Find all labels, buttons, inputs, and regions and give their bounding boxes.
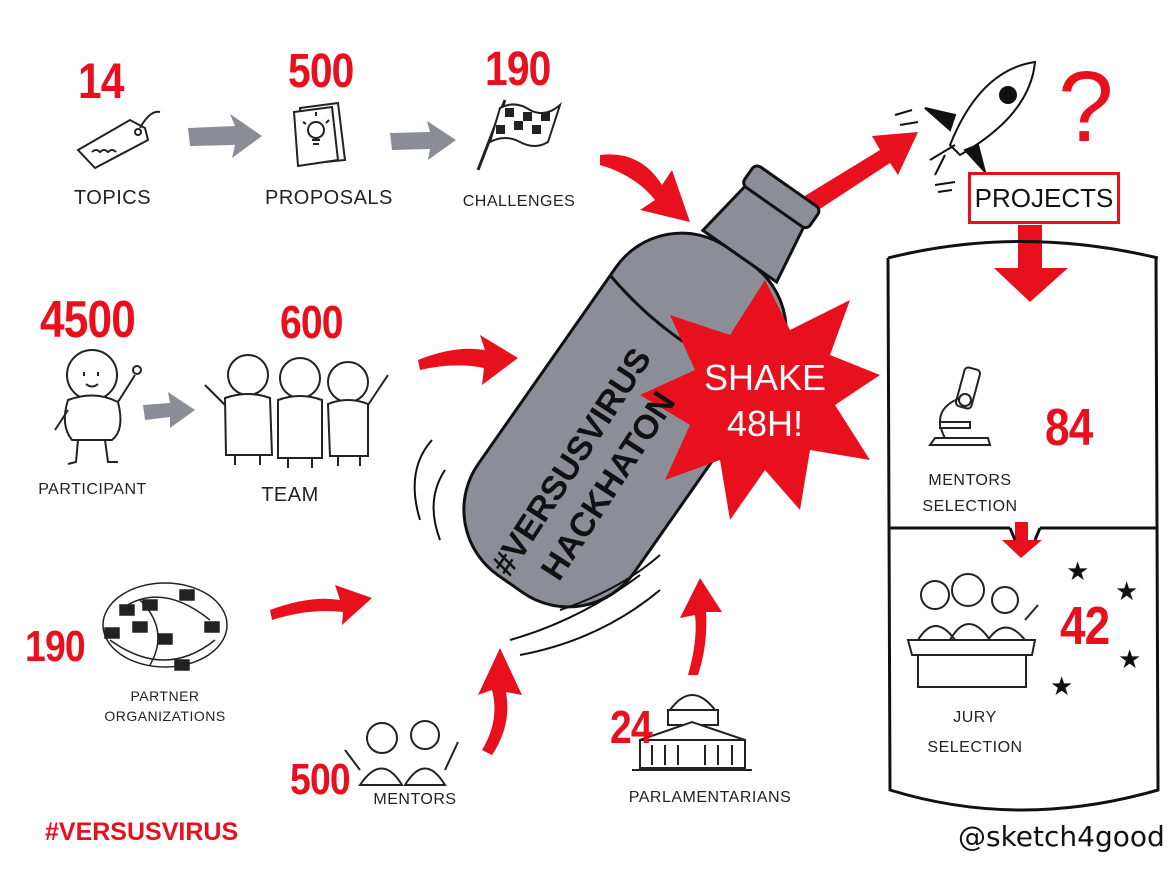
mentors-selection-count: 84 <box>1045 399 1093 457</box>
jury-selection-count: 42 <box>1060 596 1110 656</box>
mentors-selection-line2: SELECTION <box>922 498 1018 515</box>
partners-label-line2: ORGANIZATIONS <box>104 708 226 724</box>
partners-count: 190 <box>25 622 86 671</box>
participant-count: 4500 <box>40 291 136 349</box>
parlamentarians-label: PARLAMENTARIANS <box>628 789 792 806</box>
brand-hashtag: #VERSUSVIRUS <box>45 818 239 846</box>
shake-text: SHAKE 48H! <box>700 355 830 447</box>
challenges-label: CHALLENGES <box>462 193 576 210</box>
participant-icon <box>54 349 142 465</box>
selection-cylinder <box>886 240 1160 812</box>
team-label: TEAM <box>261 484 319 506</box>
team-icon <box>204 354 389 468</box>
jury-icon <box>906 573 1039 688</box>
jury-selection-line1: JURY <box>953 709 997 726</box>
motion-lines <box>413 439 661 656</box>
shake-starburst <box>640 280 880 520</box>
idea-paper-icon <box>292 101 347 168</box>
topics-count: 14 <box>78 53 124 109</box>
proposals-label: PROPOSALS <box>265 187 393 209</box>
parlamentarians-count: 24 <box>610 701 653 753</box>
partner-network-icon <box>102 582 228 671</box>
svg-text:★: ★ <box>1115 577 1138 607</box>
jury-selection-line2: SELECTION <box>927 739 1023 756</box>
tag-icon <box>76 110 161 170</box>
jury-selection-label: JURY SELECTION <box>915 703 1035 763</box>
red-arrow-icon <box>270 132 1068 755</box>
checkered-flag-icon <box>476 99 563 171</box>
team-count: 600 <box>280 296 344 348</box>
partners-label-line1: PARTNER <box>130 688 200 704</box>
topics-label: TOPICS <box>73 187 152 209</box>
rocket-icon <box>894 60 1037 193</box>
star-icon: ★ ★ ★ ★ <box>1050 557 1141 702</box>
svg-text:★: ★ <box>1118 645 1141 675</box>
microscope-icon <box>928 366 992 446</box>
grey-arrow-icon <box>143 114 456 428</box>
svg-text:★: ★ <box>1050 672 1073 702</box>
shake-line2: 48H! <box>726 403 804 444</box>
challenges-count: 190 <box>485 43 551 96</box>
svg-text:★: ★ <box>1066 557 1089 587</box>
proposals-count: 500 <box>288 45 354 98</box>
participant-label: PARTICIPANT <box>38 481 147 498</box>
partners-label: PARTNER ORGANIZATIONS <box>95 686 235 726</box>
question-mark-icon: ? <box>1058 51 1114 163</box>
mentors-icon <box>344 720 459 786</box>
mentors-count: 500 <box>290 755 351 804</box>
mentors-selection-line1: MENTORS <box>928 472 1012 489</box>
mentors-selection-label: MENTORS SELECTION <box>910 468 1030 520</box>
projects-box: PROJECTS <box>968 172 1120 224</box>
parliament-icon <box>632 694 752 771</box>
mentors-label: MENTORS <box>373 791 457 808</box>
credit-handle: @sketch4good <box>958 820 1165 853</box>
shake-line1: SHAKE <box>703 357 827 398</box>
